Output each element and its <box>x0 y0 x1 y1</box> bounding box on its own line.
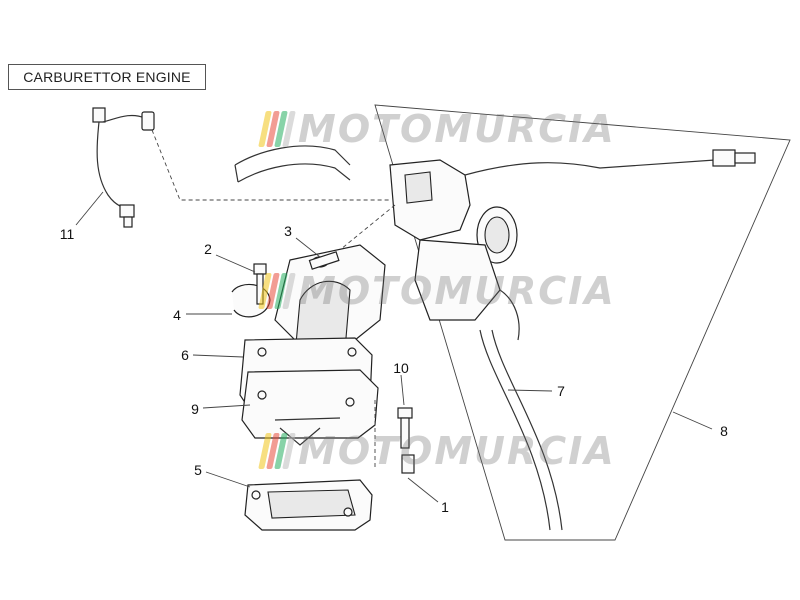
wiring-harness-part-11 <box>92 107 390 228</box>
callout-3: 3 <box>284 223 292 239</box>
leader-lines <box>75 191 713 503</box>
callout-7: 7 <box>557 383 565 399</box>
watermark-logo-icon <box>258 433 296 469</box>
watermark-text: MOTOMURCIA <box>298 107 616 151</box>
callout-11: 11 <box>59 226 75 242</box>
diagram-title: CARBURETTOR ENGINE <box>8 64 206 90</box>
watermark-middle: MOTOMURCIA <box>258 269 616 313</box>
watermark-text: MOTOMURCIA <box>298 269 616 313</box>
callout-2: 2 <box>204 241 212 257</box>
watermark-top: MOTOMURCIA <box>258 107 616 151</box>
screw-part-3 <box>308 251 340 270</box>
reed-valve-part-9 <box>241 369 379 439</box>
callout-9: 9 <box>191 401 199 417</box>
assembly-outline <box>374 104 791 541</box>
stud-part-10 <box>397 407 413 449</box>
watermark-bottom: MOTOMURCIA <box>258 429 616 473</box>
watermark-text: MOTOMURCIA <box>298 429 616 473</box>
stud-part-1 <box>401 454 415 474</box>
callout-4: 4 <box>173 307 181 323</box>
intake-manifold <box>274 244 386 356</box>
callout-8: 8 <box>720 423 728 439</box>
watermark-logo-icon <box>258 111 296 147</box>
fuel-pipe-top <box>234 145 351 183</box>
callout-5: 5 <box>194 462 202 478</box>
callout-6: 6 <box>181 347 189 363</box>
callout-10: 10 <box>393 360 409 376</box>
watermark-logo-icon <box>258 273 296 309</box>
callout-1: 1 <box>441 499 449 515</box>
carburettor-body <box>329 149 756 531</box>
